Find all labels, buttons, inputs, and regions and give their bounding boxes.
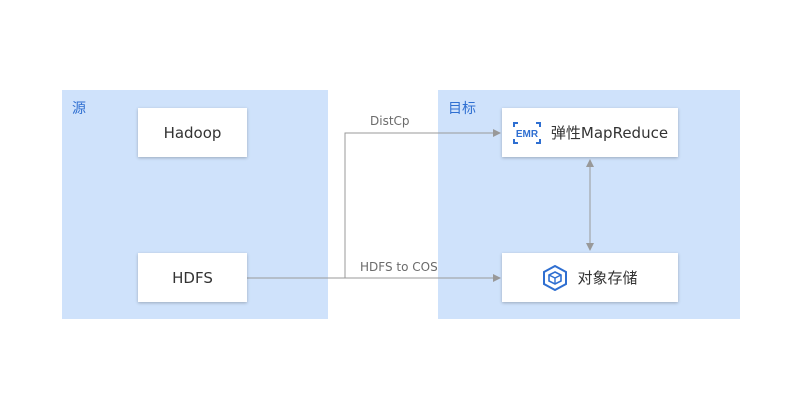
node-hdfs-label: HDFS [172, 268, 213, 287]
target-panel-title: 目标 [448, 101, 476, 117]
cube-hexagon-icon [542, 264, 568, 291]
emr-badge-text: EMR [516, 129, 539, 140]
node-hadoop-label: Hadoop [163, 123, 222, 142]
edge-label-distcp: DistCp [370, 114, 410, 128]
edge-distcp [247, 129, 501, 279]
source-panel-title: 源 [72, 101, 86, 117]
node-hdfs[interactable]: HDFS [138, 253, 247, 302]
node-cos-label: 对象存储 [577, 269, 638, 287]
emr-icon: EMR [512, 121, 542, 145]
node-emr-label: 弹性MapReduce [550, 124, 669, 142]
node-hadoop[interactable]: Hadoop [138, 108, 247, 157]
node-cos[interactable]: 对象存储 [502, 253, 678, 302]
node-emr[interactable]: EMR 弹性MapReduce [502, 108, 678, 157]
edge-label-hdfs-to-cos: HDFS to COS [360, 260, 438, 274]
